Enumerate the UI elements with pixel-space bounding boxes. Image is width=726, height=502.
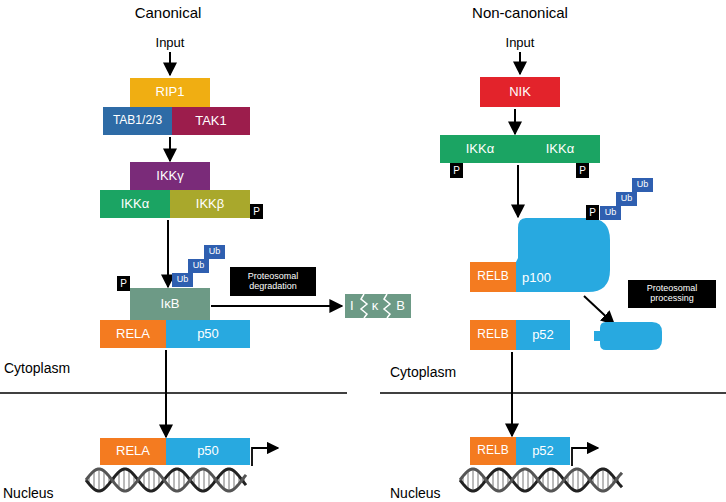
protein-box: IκB — [130, 288, 210, 320]
protein-name: RELB — [477, 328, 508, 341]
protein-name: p50 — [197, 444, 219, 458]
signal-arrow — [211, 305, 342, 307]
ubiquitin-tag: Ub — [616, 192, 637, 206]
input-label: Input — [156, 35, 185, 50]
protein-name: p52 — [532, 444, 554, 458]
process-label: Proteosomal degradation — [230, 267, 316, 296]
protein-box: RELB — [470, 320, 516, 350]
protein-name: Ub — [621, 194, 633, 204]
protein-name: IKKγ — [156, 169, 183, 183]
membrane-line — [380, 392, 726, 394]
protein-box: p50 — [166, 438, 250, 465]
phospho-tag: P — [117, 276, 130, 291]
signal-arrow — [169, 137, 171, 161]
protein-box: RELB — [470, 437, 516, 465]
phospho-tag: P — [586, 205, 599, 220]
protein-box: IKKα — [440, 135, 520, 163]
protein-name: NIK — [509, 85, 531, 99]
protein-box: IKKα — [520, 135, 600, 163]
compartment-label: Cytoplasm — [390, 364, 456, 380]
signal-arrow — [165, 350, 167, 437]
phospho-tag: P — [450, 163, 463, 178]
panel-heading: Non-canonical — [472, 4, 568, 21]
process-label: Proteosomal processing — [628, 280, 716, 308]
signal-arrow — [517, 165, 519, 217]
membrane-line — [0, 392, 347, 394]
ubiquitin-tag: Ub — [632, 178, 653, 192]
protein-name: IKKα — [466, 142, 494, 156]
compartment-label: Cytoplasm — [4, 360, 70, 376]
protein-name: IKKα — [546, 142, 574, 156]
phospho-tag: P — [576, 163, 589, 178]
protein-name: Ub — [193, 261, 205, 271]
degraded-protein: Iκ B — [345, 294, 411, 318]
protein-box: IKKα — [100, 190, 170, 218]
compartment-label: Nucleus — [390, 485, 441, 501]
ubiquitin-tag: Ub — [600, 206, 621, 220]
protein-box: IKKγ — [130, 162, 210, 190]
protein-box: IKKβ — [170, 190, 250, 218]
protein-name: p50 — [197, 327, 219, 341]
protein-name: P — [589, 207, 596, 218]
protein-name: Proteosomal degradation — [230, 272, 316, 292]
protein-name: RIP1 — [156, 85, 185, 99]
transcription-arrow — [572, 448, 598, 466]
protein-name: RELA — [116, 444, 150, 458]
input-label: Input — [506, 35, 535, 50]
protein-name: P — [453, 165, 460, 176]
ubiquitin-tag: Ub — [172, 273, 193, 287]
protein-box: p52 — [516, 320, 570, 350]
dna-helix — [460, 469, 622, 491]
protein-box: RELB — [470, 262, 516, 292]
protein-fragment-letter: B — [396, 299, 405, 313]
protein-name: IKKα — [121, 197, 149, 211]
protein-box: RIP1 — [130, 78, 210, 107]
protein-name: RELB — [477, 444, 508, 457]
protein-box: NIK — [480, 77, 560, 107]
phospho-tag: P — [250, 204, 263, 219]
protein-box: RELA — [100, 438, 166, 465]
signal-arrow — [511, 352, 513, 436]
protein-name: P — [579, 165, 586, 176]
protein-box: RELA — [100, 320, 166, 348]
protein-name: P — [253, 206, 260, 217]
protein-box: p50 — [166, 320, 250, 348]
protein-name: Ub — [209, 247, 221, 257]
ubiquitin-tag: Ub — [188, 259, 209, 273]
protein-box: p52 — [516, 437, 570, 465]
ubiquitin-tag: Ub — [204, 245, 225, 259]
protein-name: Proteosomal processing — [628, 284, 716, 304]
protein-name: IκB — [161, 297, 180, 311]
protein-name: p100 — [516, 271, 551, 292]
processing-arrow — [584, 296, 614, 324]
protein-name: p52 — [532, 328, 554, 342]
protein-box: TAK1 — [172, 107, 250, 135]
protein-name: IKKβ — [196, 197, 224, 211]
protein-name: Ub — [605, 208, 617, 218]
input-arrow — [519, 52, 521, 74]
protein-name: P — [120, 278, 127, 289]
signal-arrow — [514, 109, 516, 134]
protein-name: TAB1/2/3 — [113, 114, 162, 127]
protein-fragment-letter: κ — [372, 299, 379, 313]
compartment-label: Nucleus — [3, 485, 54, 501]
transcription-arrow — [252, 448, 278, 466]
protein-name: RELA — [116, 327, 150, 341]
signal-arrow — [167, 220, 169, 287]
protein-name: TAK1 — [195, 114, 227, 128]
precursor-protein: p100 — [516, 218, 610, 292]
input-arrow — [169, 52, 171, 75]
dna-helix — [86, 469, 246, 491]
panel-heading: Canonical — [135, 4, 202, 21]
protein-name: Ub — [177, 275, 189, 285]
protein-name: RELB — [477, 270, 508, 283]
protein-fragment-letter: I — [350, 299, 354, 313]
protein-box: TAB1/2/3 — [103, 107, 172, 135]
protein-name: Ub — [637, 180, 649, 190]
cleaved-fragment — [594, 322, 662, 350]
